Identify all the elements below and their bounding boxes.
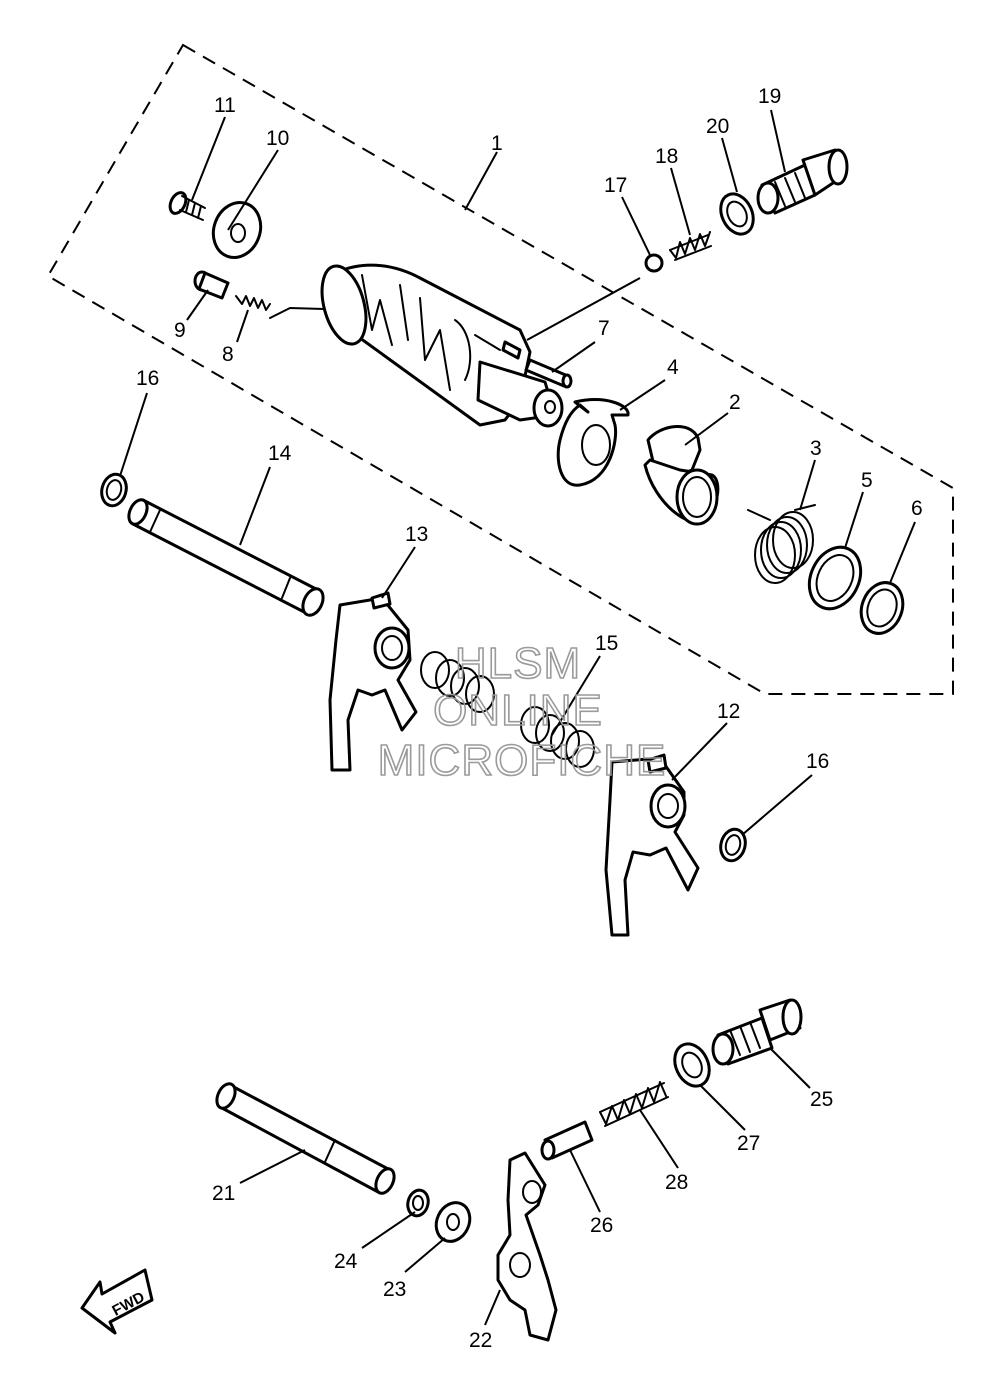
part-19-plug (756, 148, 849, 215)
callout-10: 10 (266, 127, 289, 150)
part-2-segment (643, 424, 720, 526)
watermark: HLSM ONLINE MICROFICHE (377, 638, 667, 786)
part-16-circlip-right (719, 827, 747, 863)
callout-18: 18 (655, 145, 678, 168)
watermark-line-2: ONLINE (433, 686, 603, 735)
callout-21: 21 (212, 1182, 235, 1205)
callout-17: 17 (604, 174, 627, 197)
callout-4: 4 (667, 356, 679, 379)
part-15-springs (420, 651, 595, 768)
callout-8: 8 (222, 343, 234, 366)
callout-20: 20 (706, 115, 729, 138)
callout-28: 28 (665, 1171, 688, 1194)
callout-23: 23 (383, 1278, 406, 1301)
callout-26: 26 (590, 1214, 613, 1237)
part-3-torsion-spring (747, 504, 816, 584)
part-11-screw (168, 191, 206, 221)
leader-lines (119, 109, 916, 1326)
callout-12: 12 (717, 700, 740, 723)
part-14-shaft (127, 498, 325, 617)
part-1-shift-drum (320, 263, 564, 428)
part-5-washer (807, 545, 863, 611)
part-13-fork (328, 591, 418, 772)
callout-25: 25 (810, 1088, 833, 1111)
part-25-plug (711, 998, 803, 1066)
callout-5: 5 (861, 469, 873, 492)
callout-3: 3 (810, 437, 822, 460)
part-21-shaft (215, 1082, 396, 1195)
assembly-boundary (46, 43, 954, 695)
callout-1: 1 (491, 132, 503, 155)
callout-24: 24 (334, 1250, 358, 1273)
part-27-washer (673, 1042, 711, 1088)
part-24-circlip (406, 1188, 430, 1218)
part-12-fork (604, 753, 700, 937)
part-16-circlip-top (100, 472, 128, 508)
callout-27: 27 (737, 1132, 760, 1155)
callout-22: 22 (469, 1329, 492, 1352)
callout-6: 6 (911, 497, 923, 520)
callout-11: 11 (214, 94, 236, 117)
part-4-washer (556, 398, 630, 487)
callout-labels: 11 10 9 8 1 7 4 2 3 5 6 17 18 20 19 16 1… (136, 85, 923, 1352)
callout-9: 9 (174, 319, 186, 342)
callout-14: 14 (268, 442, 292, 465)
part-26-pin (540, 1120, 594, 1161)
callout-16-top: 16 (136, 367, 159, 390)
part-22-lever (496, 1151, 558, 1342)
callout-16-right: 16 (806, 750, 829, 773)
part-17-ball (644, 253, 664, 273)
callout-7: 7 (598, 317, 610, 340)
watermark-line-3: MICROFICHE (378, 736, 667, 785)
part-9-pin (193, 270, 230, 300)
callout-15: 15 (595, 632, 618, 655)
part-6-circlip (859, 581, 905, 635)
callout-2: 2 (729, 391, 741, 414)
fwd-arrow-icon: FWD (80, 1268, 154, 1335)
part-18-spring (669, 231, 712, 261)
part-10-plate (211, 201, 263, 259)
callout-13: 13 (405, 523, 428, 546)
part-28-spring (599, 1081, 669, 1127)
part-8-spring (235, 295, 325, 319)
callout-19: 19 (758, 85, 781, 108)
part-20-washer (719, 192, 755, 236)
part-23-washer (434, 1201, 472, 1243)
watermark-line-1: HLSM (455, 639, 581, 688)
